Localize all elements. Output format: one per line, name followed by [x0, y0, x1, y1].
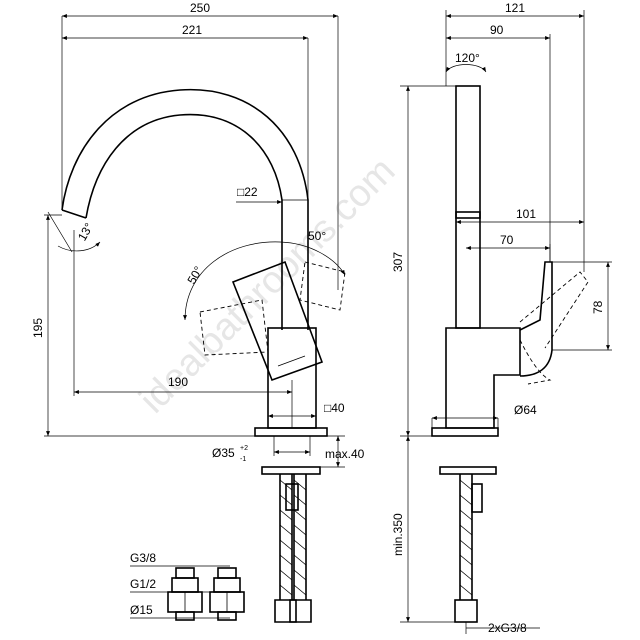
fitting-left — [167, 567, 203, 621]
dim-upper: 90 — [490, 23, 504, 37]
dim-spout-reach-top: 221 — [182, 23, 202, 37]
side-hose-end — [454, 599, 478, 623]
dim-reach: 190 — [168, 375, 188, 389]
hose-end-right — [289, 599, 312, 623]
dim-height: 195 — [31, 318, 45, 338]
handle-angle-left-label: 50° — [184, 264, 205, 287]
spout-outline-inner — [85, 113, 283, 330]
stud — [285, 483, 299, 511]
side-lever — [519, 261, 553, 377]
handle-angle-right-label: 50° — [308, 229, 326, 243]
dim-hole: Ø35 — [212, 446, 235, 460]
dim-total-height: 307 — [391, 252, 405, 272]
spout-column — [455, 85, 481, 329]
dim-max-deck: max.40 — [325, 447, 365, 461]
rotation-arc — [445, 64, 487, 73]
side-hose — [459, 474, 473, 600]
front-view: 250 221 □22 13° 50° 50° 195 190 □40 — [31, 1, 365, 623]
pipe-d15-label: Ø15 — [130, 603, 153, 617]
side-lever-swing — [519, 271, 589, 385]
dim-base-diameter: Ø64 — [514, 403, 537, 417]
side-deck-nut — [439, 466, 497, 475]
dim-hose-thread: 2xG3/8 — [488, 621, 527, 635]
spout-tip — [61, 209, 87, 219]
side-base-plate — [431, 427, 499, 437]
dim-hole-tol-minus: -1 — [240, 456, 246, 463]
dim-depth: 121 — [505, 1, 525, 15]
thread-g38-label: G3/8 — [130, 551, 156, 565]
aerator-slot — [455, 211, 481, 219]
hose-end-left — [274, 599, 297, 623]
fittings: G3/8 G1/2 Ø15 — [130, 551, 245, 621]
side-view: 121 90 120° 101 70 78 307 Ø64 — [391, 1, 612, 635]
spout-angle-label: 13° — [75, 220, 96, 243]
dim-hole-tol-plus: +2 — [240, 445, 248, 452]
side-body — [445, 327, 521, 429]
spout-outline-outer — [61, 88, 309, 330]
deck-nut — [261, 466, 321, 475]
dim-lever-reach: 101 — [516, 207, 536, 221]
thread-g12-label: G1/2 — [130, 577, 156, 591]
handle — [231, 260, 324, 382]
hose-right — [293, 474, 307, 600]
side-stud — [471, 483, 483, 513]
dim-lever-offset: 70 — [500, 233, 514, 247]
dim-lever-height: 78 — [591, 300, 605, 314]
spout-angle-arc — [47, 211, 100, 253]
fitting-right — [209, 567, 245, 621]
base-plate — [254, 427, 328, 437]
rotation-angle-label: 120° — [455, 51, 480, 65]
dim-overall-width: 250 — [190, 1, 210, 15]
dim-spout-square: □22 — [237, 185, 258, 199]
dim-body-square: □40 — [324, 401, 345, 415]
dim-hose-length: min.350 — [391, 513, 405, 556]
